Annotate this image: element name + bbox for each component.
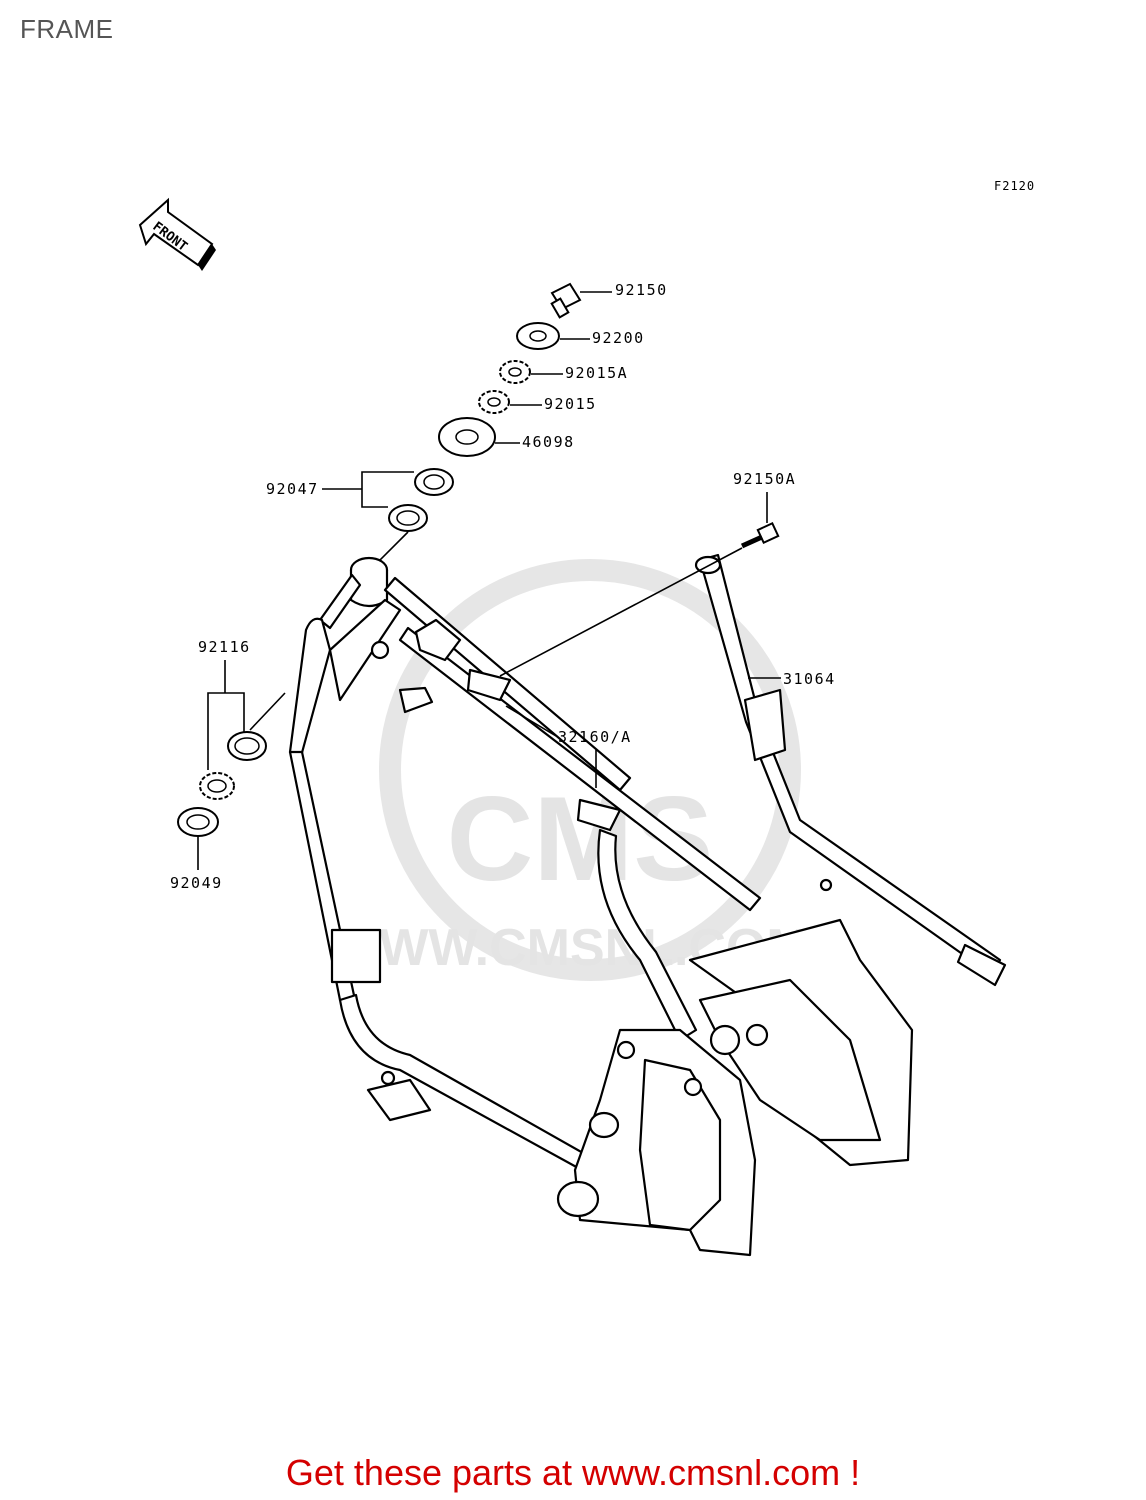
label-31064: 31064 [783, 670, 836, 688]
washer-92200-icon [516, 322, 560, 350]
bolt-92150-icon [550, 282, 582, 319]
label-92049: 92049 [170, 874, 223, 892]
bearing-92047-icon [388, 468, 454, 532]
diagram-code: F2120 [994, 179, 1035, 193]
nut-92015a-icon [499, 360, 531, 384]
bolt-92150a-icon [740, 521, 780, 549]
bearing-92116-icon [199, 731, 267, 800]
label-92116: 92116 [198, 638, 251, 656]
front-arrow-icon: FRONT [138, 197, 216, 271]
cta-link[interactable]: Get these parts at www.cmsnl.com ! [285, 1452, 861, 1493]
label-92200: 92200 [592, 329, 645, 347]
label-32160a: 32160/A [558, 728, 632, 746]
label-46098: 46098 [522, 433, 575, 451]
label-92150: 92150 [615, 281, 668, 299]
frame-31064-drawing [288, 553, 1007, 1257]
washer-46098-icon [438, 417, 496, 457]
seal-92049-icon [177, 807, 219, 837]
label-92015a: 92015A [565, 364, 628, 382]
label-92150a: 92150A [733, 470, 796, 488]
label-92047: 92047 [266, 480, 319, 498]
nut-92015-icon [478, 390, 510, 414]
label-92015: 92015 [544, 395, 597, 413]
page-title: FRAME [20, 14, 114, 44]
